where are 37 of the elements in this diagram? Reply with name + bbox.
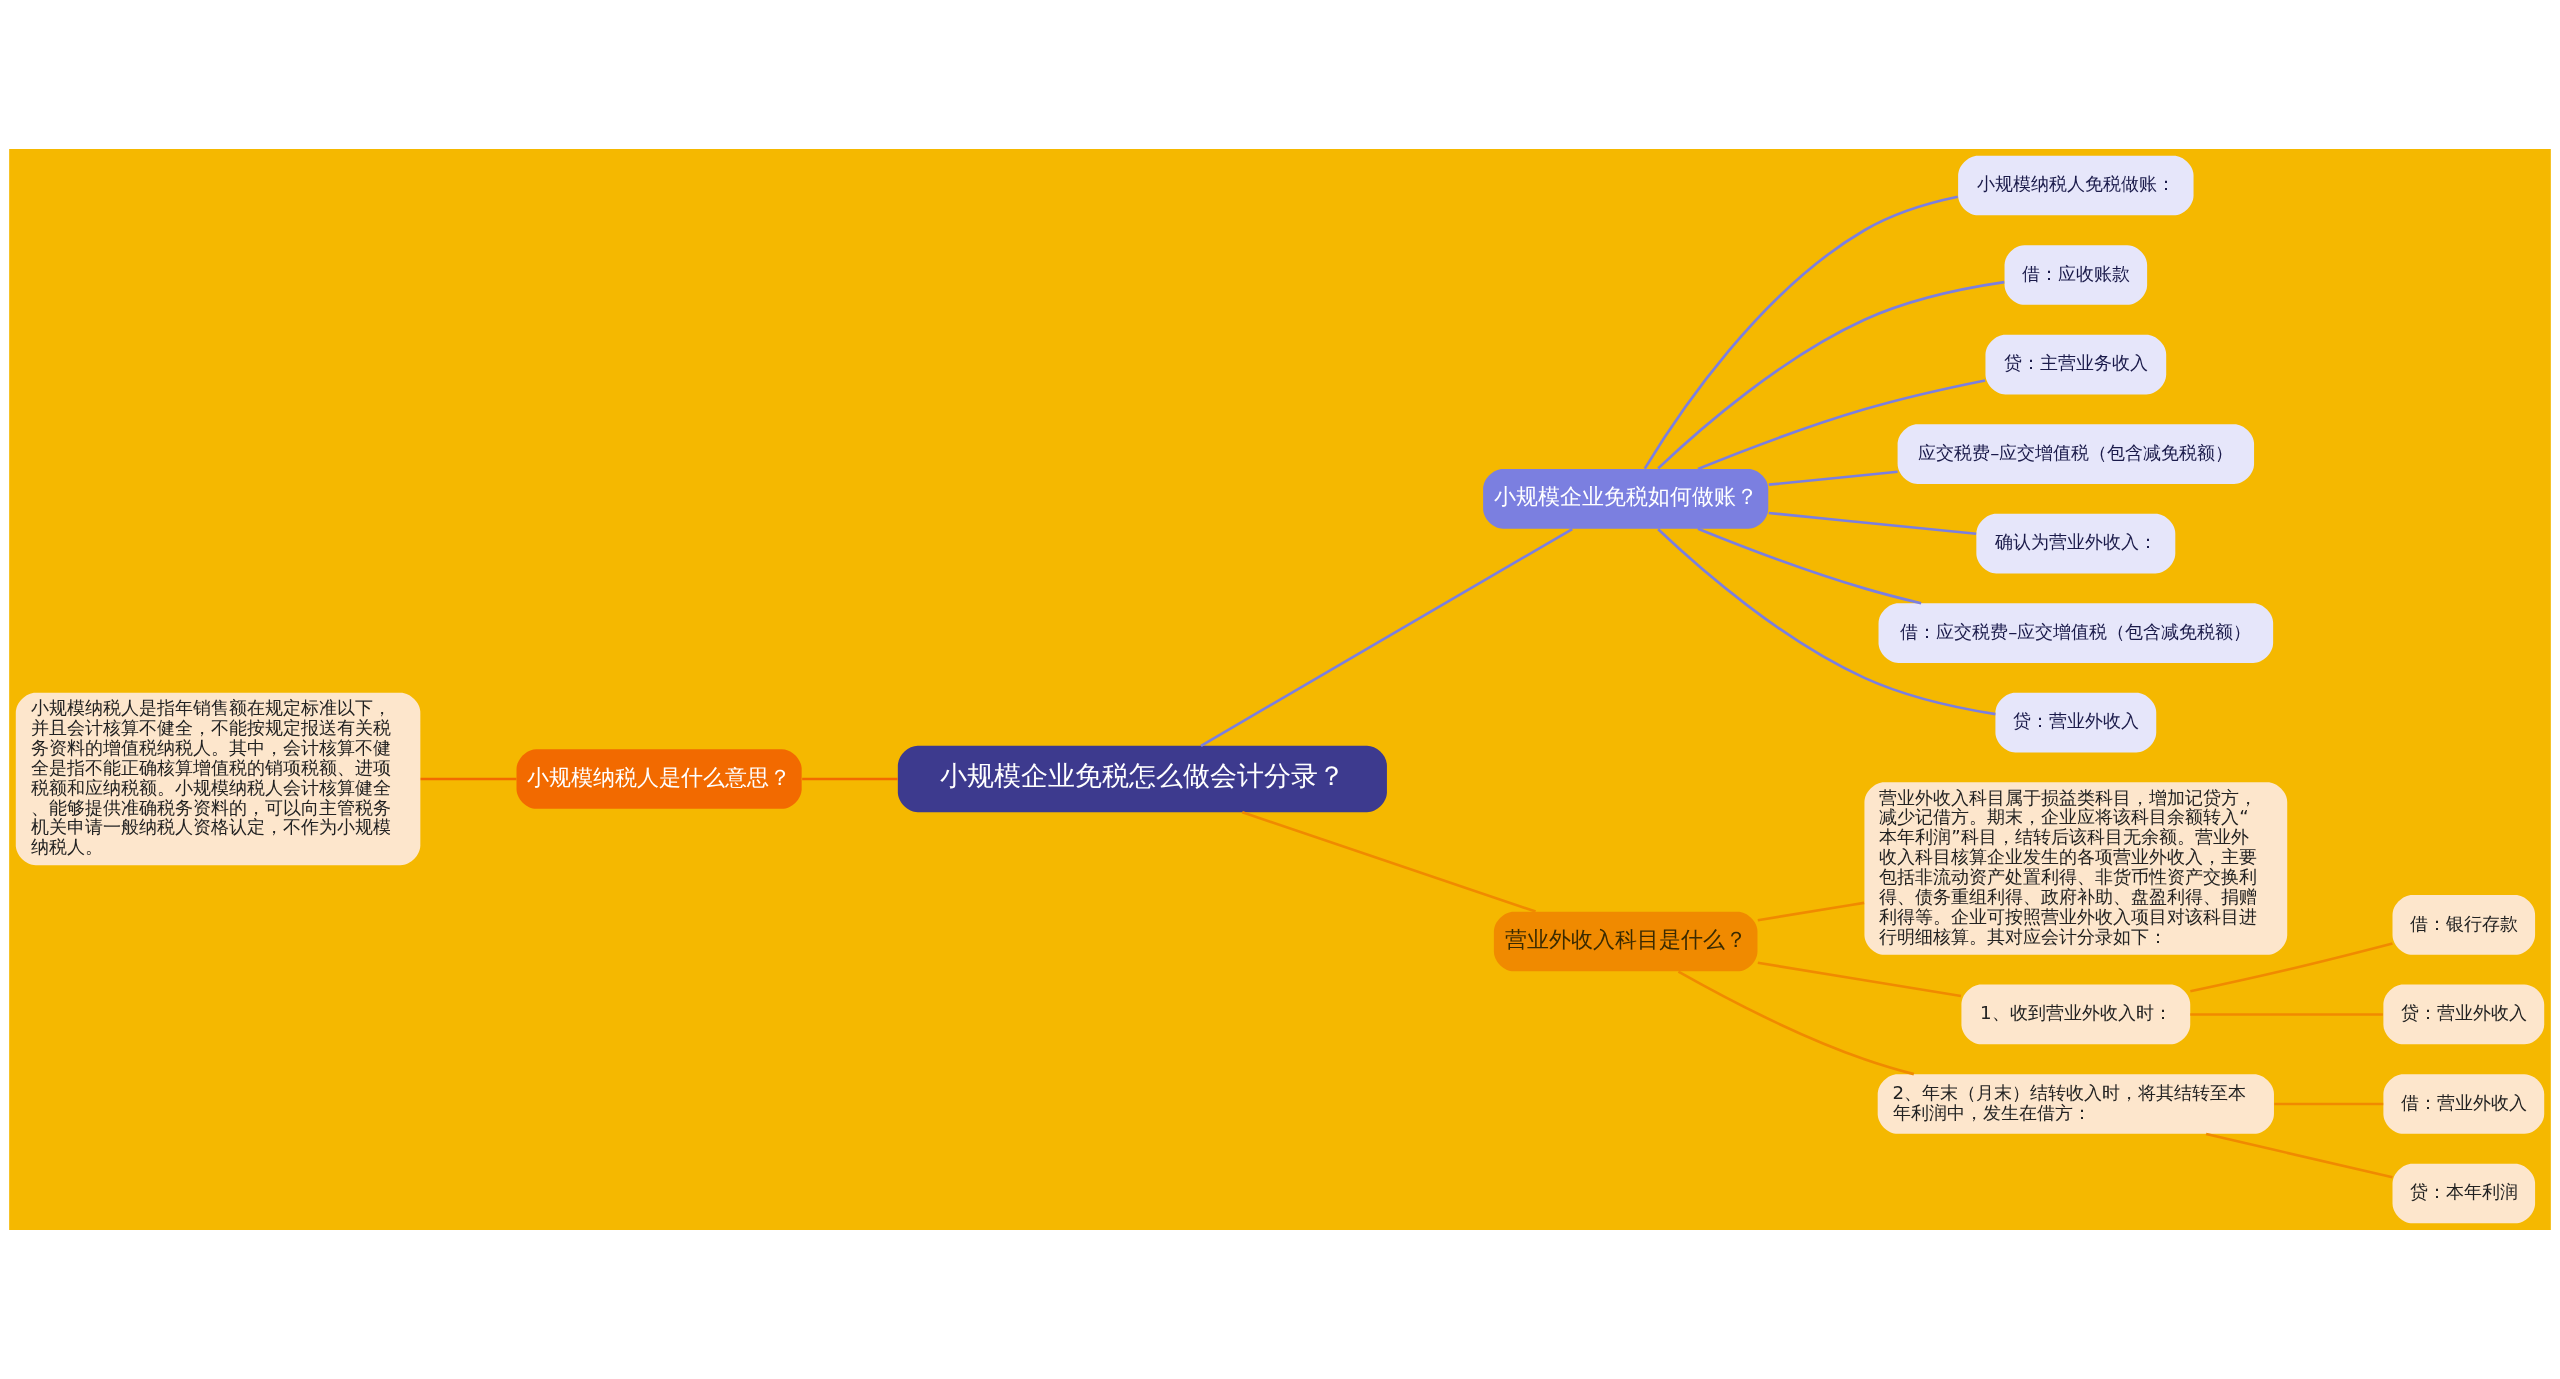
connector	[802, 777, 898, 781]
node-box: 小规模纳税人是什么意思？	[516, 749, 802, 809]
node-box: 借：应交税费–应交增值税（包含减免税额）	[1878, 603, 2274, 663]
connector	[1757, 901, 1865, 922]
node-box: 贷：营业外收入	[2383, 984, 2545, 1045]
connector	[420, 777, 517, 781]
connector	[1200, 527, 1573, 747]
connector	[1241, 811, 1536, 913]
connector	[1643, 195, 1959, 470]
node-box: 营业外收入科目属于损益类科目，增加记贷方，减少记借方。期末，企业应将该科目余额转入“本年利润”科目，结转后该科目无余额。营业外收入科目核算企业发生的各项营业外收入，主要包括非流动资产处置利得、非货币性资产交换利得、债务重组利得、政府补助、盘盈利得、捐赠利得等。企业可按照营业外收入项目对该科目进行明细核算。其对应会计分录如下：	[1864, 782, 2288, 955]
node-box: 确认为营业外收入：	[1976, 513, 2176, 574]
connector	[1768, 511, 1977, 536]
connector	[1657, 280, 2005, 470]
node-box: 借：银行存款	[2392, 895, 2536, 955]
connector	[2190, 1013, 2383, 1016]
connector	[1768, 470, 1898, 486]
node-box: 营业外收入科目是什么？	[1493, 911, 1758, 972]
node-box: 借：应收账款	[2004, 245, 2148, 305]
node-box: 贷：主营业务收入	[1985, 334, 2167, 395]
connector	[1757, 961, 1962, 998]
node-box: 2、年末（月末）结转收入时，将其结转至本年利润中，发生在借方：	[1877, 1074, 2274, 1134]
connector	[2190, 942, 2393, 993]
connector	[2205, 1132, 2393, 1179]
connector	[1677, 970, 1915, 1076]
connector	[1657, 528, 1996, 716]
node-box: 借：营业外收入	[2383, 1074, 2545, 1134]
node-box: 应交税费–应交增值税（包含减免税额）	[1897, 424, 2255, 484]
connector	[2274, 1102, 2384, 1106]
connector	[1697, 527, 1922, 605]
node-box: 贷：营业外收入	[1995, 692, 2157, 753]
node-box: 1、收到营业外收入时：	[1961, 984, 2191, 1045]
node-box: 小规模纳税人免税做账：	[1958, 155, 2194, 216]
node-box: 小规模企业免税怎么做会计分录？	[897, 745, 1387, 813]
node-box: 小规模纳税人是指年销售额在规定标准以下，并且会计核算不健全，不能按规定报送有关税务资料的增值税纳税人。其中，会计核算不健全是指不能正确核算增值税的销项税额、进项税额和应纳税额。小规模纳税人会计核算健全、能够提供准确税务资料的，可以向主管税务机关申请一般纳税人资格认定，不作为小规模纳税人。	[15, 692, 421, 866]
node-box: 贷：本年利润	[2392, 1163, 2536, 1224]
connector	[1697, 379, 1986, 471]
node-box: 小规模企业免税如何做账？	[1483, 469, 1769, 529]
